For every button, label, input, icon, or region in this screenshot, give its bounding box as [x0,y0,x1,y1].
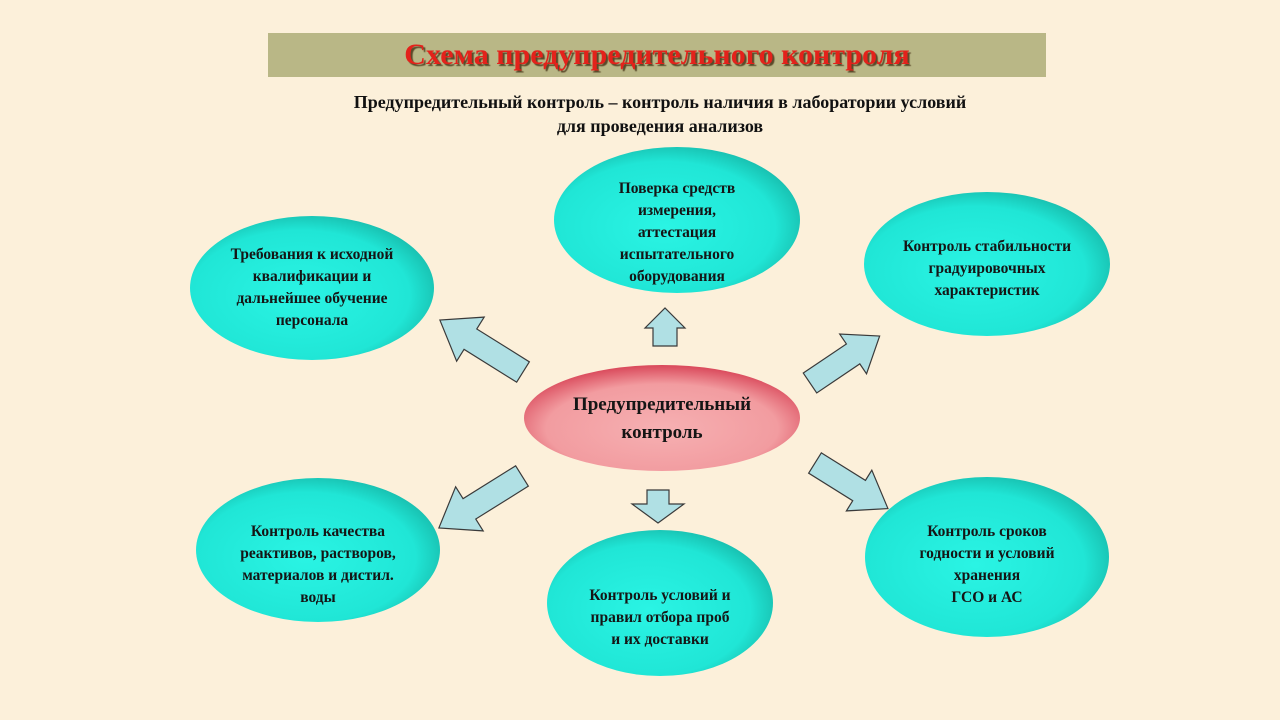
arrow-up-right [802,333,881,394]
label-line: правил отбора проб [590,608,730,626]
node-label-qualification: Требования к исходной квалификации и дал… [200,246,424,329]
label-line: Требования к исходной [230,246,394,263]
label-line: ГСО и АС [951,589,1023,606]
node-label-storage: Контроль сроков годности и условий хране… [865,515,1109,615]
arrow-up-left [439,316,531,384]
label-line: оборудования [629,268,725,285]
arrow-down-left [438,464,530,532]
label-line: годности и условий [919,545,1055,562]
title-bar: Схема предупредительного контроля [268,33,1046,77]
label-line: Контроль сроков [927,523,1047,540]
label-line: персонала [275,312,349,329]
label-line: градуировочных [928,260,1046,277]
arrows [438,307,889,532]
label-line: материалов и дистил. [242,567,394,584]
subtitle: Предупредительный контроль – контроль на… [240,90,1080,138]
label-line: воды [300,589,336,606]
center-label: Предупредительный контроль [530,388,794,450]
node-label-sampling: Контроль условий и правил отбора проб и … [550,580,770,655]
node-top-left [190,216,434,360]
node-top [554,147,800,293]
label-line: Контроль качества [250,523,386,540]
label-line: испытательного [619,246,735,263]
subtitle-line: для проведения анализов [556,116,764,136]
node-bottom-right [865,477,1109,637]
arrow-up [643,307,687,347]
label-line: реактивов, растворов, [240,545,396,562]
node-label-stability: Контроль стабильности градуировочных хар… [865,234,1109,304]
node-ellipses [190,147,1110,676]
label-line: хранения [953,567,1021,584]
node-top-right [864,192,1110,336]
arrow-down [630,489,686,524]
label-line: квалификации и [252,268,372,285]
node-bottom [547,530,773,676]
label-line: Контроль стабильности [903,238,1071,255]
label-line: характеристик [934,282,1040,299]
label-line: измерения, [638,202,716,219]
page-title: Схема предупредительного контроля [404,38,910,71]
label-line: Предупредительный [572,394,752,415]
center-node [524,365,800,471]
label-line: и их доставки [611,630,709,648]
subtitle-line: Предупредительный контроль – контроль на… [353,92,967,112]
label-line: Контроль условий и [589,586,731,604]
node-label-reagents: Контроль качества реактивов, растворов, … [200,515,436,615]
label-line: контроль [621,422,703,443]
label-line: Поверка средств [618,180,736,197]
node-bottom-left [196,478,440,622]
label-line: аттестация [637,224,717,241]
label-line: дальнейшее обучение [236,290,388,307]
node-label-verification: Поверка средств измерения, аттестация ис… [565,168,789,298]
arrow-down-right [807,451,889,512]
